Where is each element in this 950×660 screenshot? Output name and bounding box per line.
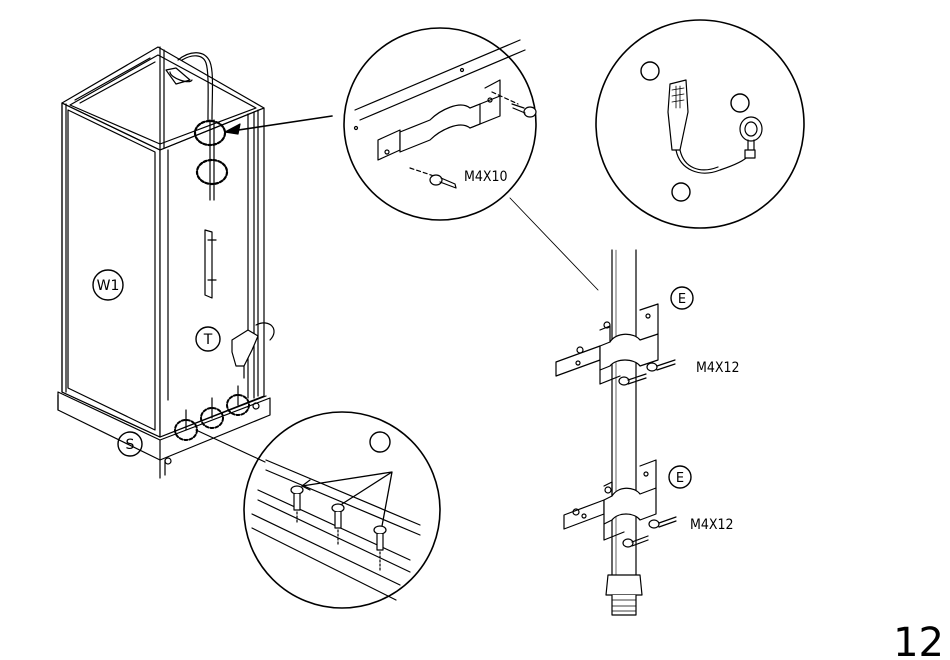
shower-enclosure — [58, 47, 332, 478]
parts-detail-circle — [596, 20, 804, 228]
page-number: 12 — [893, 620, 944, 660]
bracket-detail-circle — [344, 28, 598, 290]
screw-label-m4x12-top: M4X12 — [696, 360, 740, 376]
label-e-top: E — [678, 292, 686, 307]
screw-label-m4x12-bottom: M4X12 — [690, 517, 734, 533]
base-screws — [291, 486, 386, 570]
bracket-top — [556, 304, 675, 385]
bracket-bottom — [564, 460, 676, 547]
screw-left — [410, 168, 456, 188]
label-s: S — [126, 437, 135, 453]
screw-label-m4x10: M4X10 — [464, 169, 508, 185]
label-t: T — [203, 332, 213, 348]
label-w1: W1 — [97, 278, 120, 294]
base-detail-circle — [244, 412, 440, 608]
label-e-bottom: E — [676, 471, 684, 486]
riser-pipe-assembly — [556, 250, 676, 615]
